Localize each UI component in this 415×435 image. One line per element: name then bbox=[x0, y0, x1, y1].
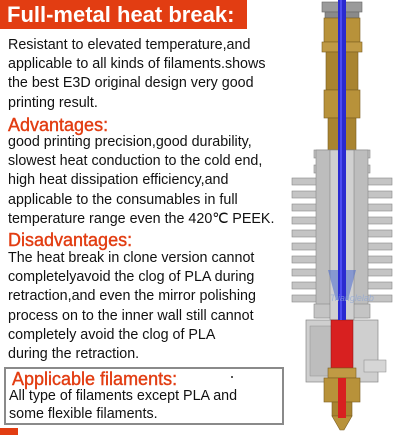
disadvantages-heading: Disadvantages: bbox=[8, 230, 133, 250]
page-title: Full-metal heat break: bbox=[7, 2, 235, 27]
disadvantages-text: The heat break in clone version cannot c… bbox=[8, 250, 256, 363]
watermark: Trianglelab bbox=[330, 293, 374, 303]
advantages-text: good printing precision,good durability,… bbox=[8, 134, 275, 227]
advantages-heading: Advantages: bbox=[8, 115, 109, 135]
intro-paragraph: Resistant to elevated temperature,and ap… bbox=[8, 37, 266, 111]
corner-accent bbox=[0, 428, 18, 435]
applicable-filaments-box: Applicable filaments: All type of filame… bbox=[4, 367, 284, 425]
hotend-cross-section-diagram bbox=[291, 0, 393, 431]
applicable-filaments-heading: Applicable filaments: bbox=[12, 369, 178, 389]
stray-dot bbox=[231, 376, 233, 378]
applicable-filaments-text: All type of filaments except PLA and som… bbox=[9, 388, 238, 422]
title-banner: Full-metal heat break: bbox=[0, 0, 247, 29]
brass-nozzle bbox=[323, 367, 361, 431]
